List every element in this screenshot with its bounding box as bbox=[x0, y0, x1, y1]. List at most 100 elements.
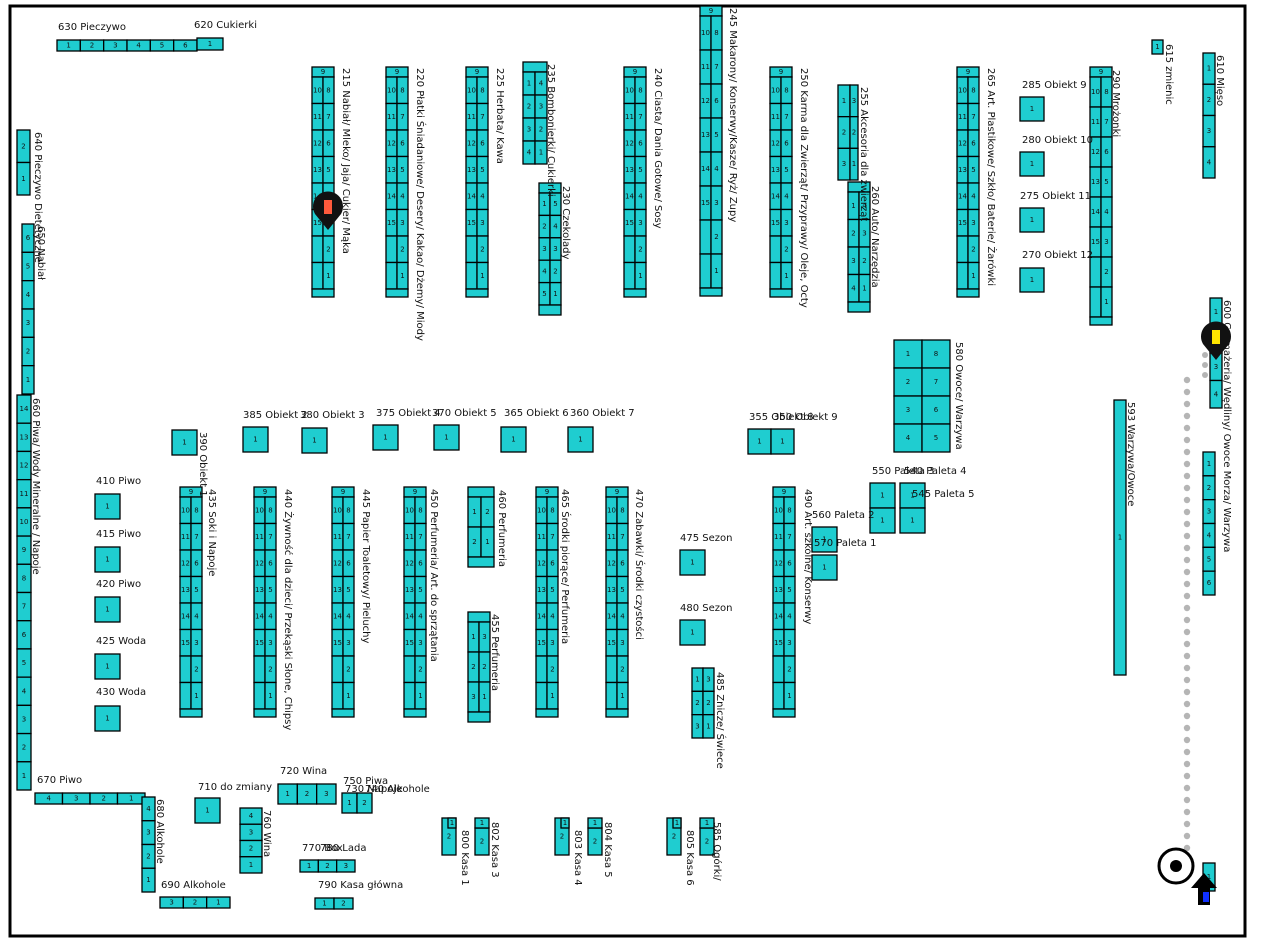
shelf-cell[interactable]: 1 bbox=[264, 681, 277, 710]
shelf-cell[interactable]: 1 bbox=[16, 161, 31, 196]
object-box[interactable]: 1 bbox=[899, 507, 926, 534]
shelf-cell[interactable]: 1 bbox=[702, 714, 715, 739]
shelf-cell[interactable]: 15 bbox=[253, 628, 266, 657]
shelf-base[interactable] bbox=[465, 288, 489, 298]
shelf-cell[interactable]: 3 bbox=[691, 714, 704, 739]
shelf-cell[interactable]: 1 bbox=[1151, 39, 1164, 55]
shelf-cell[interactable]: 1 bbox=[560, 817, 570, 829]
shelf-cell[interactable]: 11 bbox=[772, 522, 785, 551]
shelf-cell[interactable]: 3 bbox=[1100, 226, 1113, 258]
shelf-cell[interactable]: 13 bbox=[623, 155, 636, 184]
object-box[interactable]: 1 bbox=[1019, 96, 1045, 122]
shelf-cell[interactable]: 2 bbox=[710, 219, 723, 255]
shelf-cap[interactable]: 9 bbox=[535, 486, 559, 498]
shelf-cell[interactable] bbox=[179, 655, 192, 684]
shelf-cell[interactable]: 10 bbox=[535, 496, 548, 525]
shelf-cell[interactable]: 4 bbox=[264, 602, 277, 631]
shelf-cell[interactable]: 2 bbox=[1202, 83, 1216, 117]
shelf-cell[interactable]: 8 bbox=[967, 76, 980, 105]
shelf-cell[interactable]: 14 bbox=[772, 602, 785, 631]
shelf-cell[interactable]: 1 bbox=[474, 817, 490, 829]
shelf-cell[interactable]: 3 bbox=[414, 628, 427, 657]
shelf-base[interactable] bbox=[179, 708, 203, 718]
shelf-cell[interactable]: 7 bbox=[322, 102, 335, 131]
shelf-cell[interactable]: 13 bbox=[16, 422, 32, 453]
shelf-cap[interactable]: 9 bbox=[699, 5, 723, 17]
shelf-cell[interactable]: 3 bbox=[634, 208, 647, 237]
shelf-cell[interactable]: 4 bbox=[16, 676, 32, 707]
shelf-cell[interactable]: 4 bbox=[538, 259, 551, 284]
shelf-cell[interactable]: 11 bbox=[331, 522, 344, 551]
shelf-cell[interactable]: 4 bbox=[783, 602, 796, 631]
shelf-cell[interactable]: 14 bbox=[16, 394, 32, 424]
shelf-cell[interactable]: 13 bbox=[311, 155, 324, 184]
shelf-cell[interactable]: 15 bbox=[465, 208, 478, 237]
shelf-cell[interactable]: 3 bbox=[1202, 114, 1216, 148]
shelf-cell[interactable]: 4 bbox=[414, 602, 427, 631]
shelf-cell[interactable]: 6 bbox=[476, 129, 489, 158]
shelf-cell[interactable]: 3 bbox=[522, 117, 536, 142]
shelf-base[interactable] bbox=[1089, 316, 1113, 326]
shelf-cell[interactable]: 13 bbox=[772, 575, 785, 604]
object-box[interactable]: 1 bbox=[372, 424, 399, 451]
shelf-cell[interactable]: 1 bbox=[783, 681, 796, 710]
shelf-cell[interactable] bbox=[699, 219, 712, 255]
shelf-cell[interactable] bbox=[403, 681, 416, 710]
shelf-cell[interactable]: 11 bbox=[311, 102, 324, 131]
shelf-cell[interactable]: 11 bbox=[16, 478, 32, 509]
shelf-cell[interactable]: 10 bbox=[253, 496, 266, 525]
shelf-cell[interactable]: 13 bbox=[769, 155, 782, 184]
shelf-cell[interactable]: 5 bbox=[396, 155, 409, 184]
shelf-cell[interactable] bbox=[772, 655, 785, 684]
shelf-cell[interactable]: 9 bbox=[16, 535, 32, 565]
shelf-base[interactable] bbox=[253, 708, 277, 718]
shelf-cell[interactable]: 12 bbox=[331, 549, 344, 578]
object-box[interactable]: 1 bbox=[94, 653, 121, 680]
shelf-cell[interactable]: 3 bbox=[837, 147, 851, 181]
shelf-cell[interactable]: 3 bbox=[316, 783, 337, 805]
shelf-cell[interactable]: 6 bbox=[783, 549, 796, 578]
shelf-cell[interactable]: 15 bbox=[769, 208, 782, 237]
shelf-cell[interactable]: 5 bbox=[264, 575, 277, 604]
shelf-cell[interactable]: 13 bbox=[465, 155, 478, 184]
shelf-cell[interactable]: 4 bbox=[1202, 146, 1216, 179]
shelf-cell[interactable]: 3 bbox=[336, 859, 356, 873]
shelf-cell[interactable]: 6 bbox=[396, 129, 409, 158]
shelf-cell[interactable]: 4 bbox=[396, 182, 409, 211]
shelf-cell[interactable]: 14 bbox=[956, 182, 969, 211]
shelf-cell[interactable]: 2 bbox=[522, 94, 536, 119]
shelf-base[interactable] bbox=[467, 711, 491, 723]
shelf-cell[interactable]: 13 bbox=[253, 575, 266, 604]
shelf-cell[interactable]: 13 bbox=[385, 155, 398, 184]
shelf-cell[interactable]: 1 bbox=[141, 867, 156, 893]
shelf-cell[interactable] bbox=[769, 261, 782, 290]
shelf-cell[interactable]: 1 bbox=[476, 261, 489, 290]
shelf-cell[interactable]: 10 bbox=[623, 76, 636, 105]
shelf-cell[interactable]: 1 bbox=[396, 261, 409, 290]
shelf-cell[interactable]: 2 bbox=[79, 39, 105, 52]
shelf-cell[interactable]: 4 bbox=[893, 423, 923, 453]
shelf-cap[interactable]: 9 bbox=[1089, 66, 1113, 78]
shelf-cell[interactable]: 1 bbox=[587, 817, 603, 829]
shelf-cell[interactable]: 3 bbox=[546, 628, 559, 657]
shelf-cell[interactable]: 5 bbox=[414, 575, 427, 604]
shelf-cell[interactable]: 5 bbox=[190, 575, 203, 604]
shelf-cell[interactable]: 4 bbox=[21, 280, 35, 310]
shelf-cell[interactable] bbox=[465, 235, 478, 264]
shelf-cell[interactable]: 6 bbox=[780, 129, 793, 158]
shelf-cell[interactable] bbox=[311, 261, 324, 290]
shelf-cell[interactable]: 1 bbox=[116, 792, 146, 805]
shelf-cell[interactable]: 2 bbox=[480, 496, 495, 528]
shelf-base[interactable] bbox=[385, 288, 409, 298]
shelf-cell[interactable]: 13 bbox=[179, 575, 192, 604]
shelf-cell[interactable]: 6 bbox=[190, 549, 203, 578]
object-box[interactable]: 1 bbox=[567, 426, 594, 453]
shelf-cell[interactable]: 1 bbox=[342, 681, 355, 710]
shelf-cell[interactable]: 12 bbox=[535, 549, 548, 578]
shelf-cell[interactable]: 11 bbox=[605, 522, 618, 551]
shelf-cell[interactable]: 3 bbox=[159, 896, 184, 909]
shelf-cell[interactable] bbox=[772, 681, 785, 710]
shelf-cell[interactable]: 15 bbox=[403, 628, 416, 657]
shelf-cell[interactable]: 3 bbox=[616, 628, 629, 657]
shelf-cell[interactable]: 5 bbox=[921, 423, 951, 453]
